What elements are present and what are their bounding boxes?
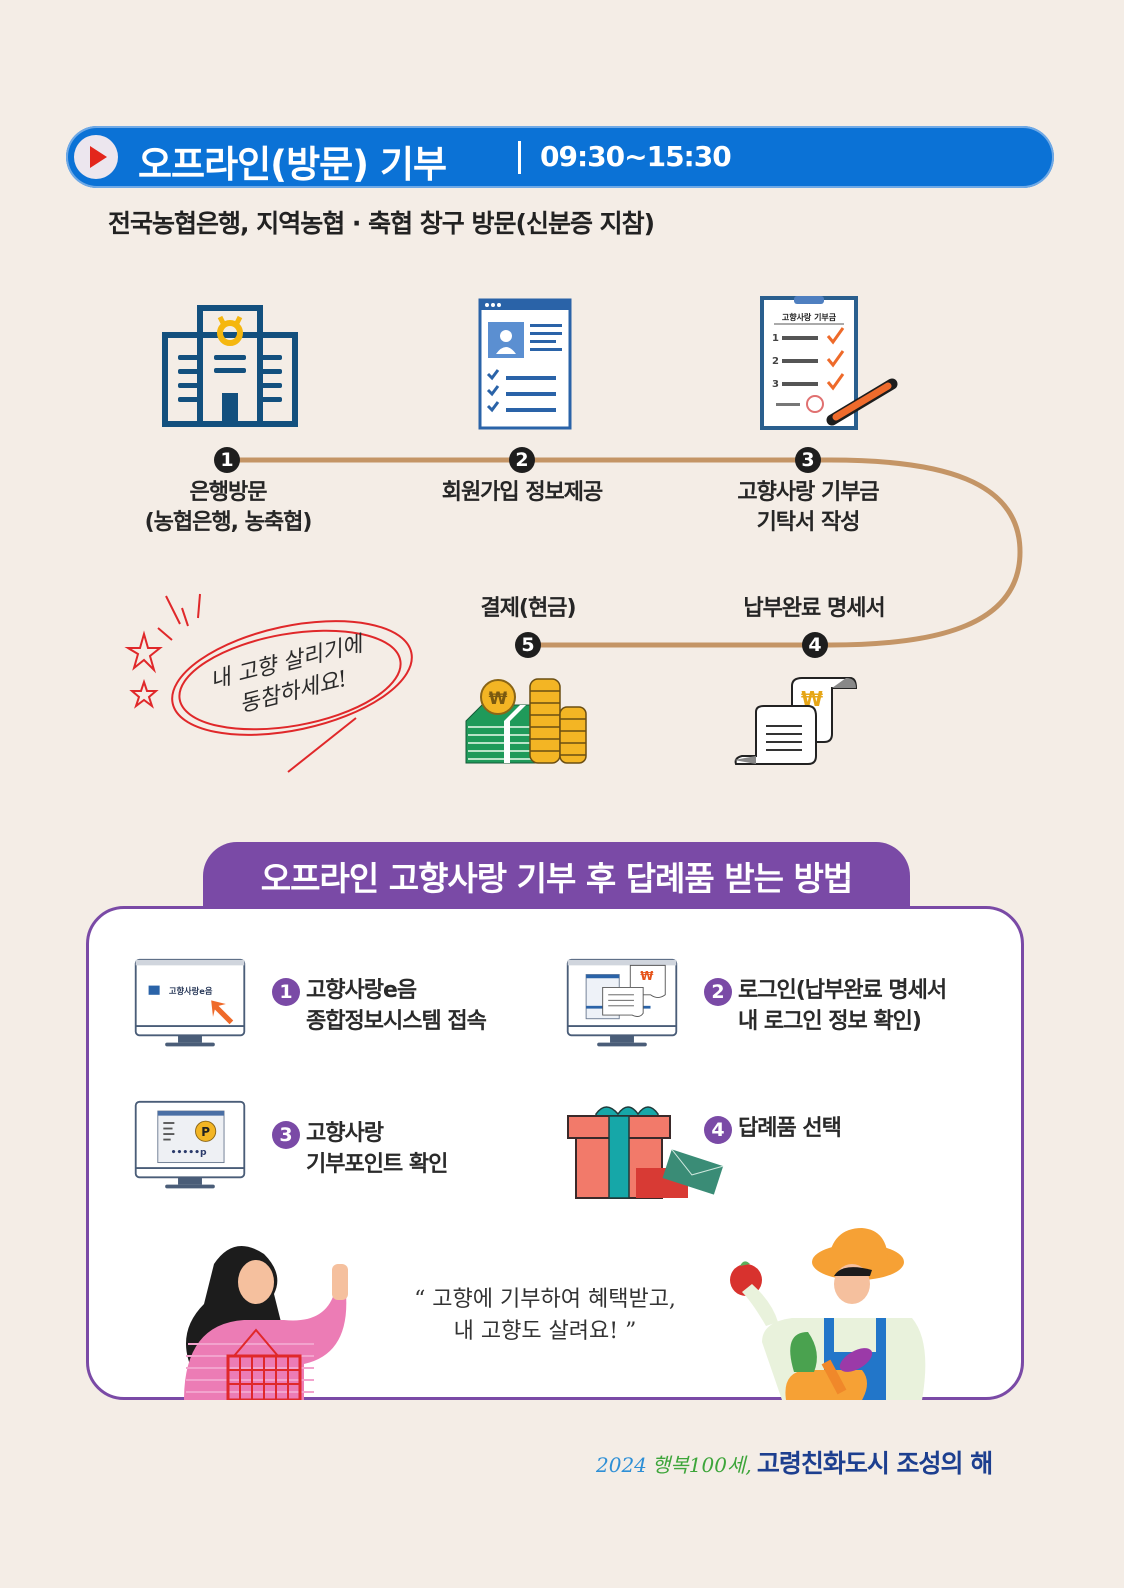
visit-instructions: 전국농협은행, 지역농협 · 축협 창구 방문(신분증 지참) (108, 209, 655, 238)
handwritten-note-doodle (124, 593, 413, 773)
footer-slogan-part1: 행복100세, (652, 1453, 752, 1477)
svg-text:•••••p: •••••p (171, 1147, 207, 1158)
woman-shopper-illustration (184, 1246, 348, 1400)
reward-step-number-4: 4 (704, 1116, 732, 1144)
cash-and-coins-icon: ₩ (465, 678, 587, 764)
divider (518, 141, 521, 174)
step-label-4: 납부완료 명세서 (743, 596, 885, 621)
step-number-2: 2 (509, 447, 535, 473)
receipt-scroll-icon: ₩ (734, 677, 858, 765)
reward-step-text-4: 답례품 선택 (738, 1116, 842, 1141)
operating-hours: 09:30~15:30 (540, 140, 732, 173)
svg-text:1: 1 (772, 333, 779, 344)
svg-text:3: 3 (772, 379, 779, 390)
membership-form-icon (478, 298, 572, 430)
clipboard-checklist-icon: 고향사랑 기부금 1 2 3 (760, 296, 898, 430)
won-coin: ₩ (489, 689, 508, 709)
step-label-5: 결제(현금) (480, 596, 576, 621)
site-name: 고향사랑e음 (169, 986, 213, 996)
step-label-2: 회원가입 정보제공 (441, 480, 604, 505)
play-icon (74, 135, 118, 179)
footer-slogan: 2024 행복100세, 고령친화도시 조성의 해 (596, 1444, 993, 1480)
footer-year: 2024 (596, 1453, 647, 1477)
svg-text:P: P (201, 1125, 210, 1139)
bank-building-icon (162, 305, 298, 427)
monitor-receipt-icon: ₩ (566, 958, 678, 1047)
step-label-1: 은행방문 (농협은행, 농축협) (144, 480, 313, 535)
section-title: 오프라인 고향사랑 기부 후 답례품 받는 방법 (260, 859, 853, 898)
reward-step-text-2: 로그인(납부완료 명세서 내 로그인 정보 확인) (738, 978, 947, 1034)
footer-slogan-part2: 고령친화도시 조성의 해 (756, 1449, 993, 1478)
section-tab (203, 842, 910, 908)
monitor-website-icon: 고향사랑e음 (134, 958, 246, 1047)
step-label-3: 고향사랑 기부금 기탁서 작성 (737, 480, 879, 535)
reward-step-text-1: 고향사랑e음 종합정보시스템 접속 (306, 978, 487, 1034)
reward-step-number-3: 3 (272, 1121, 300, 1149)
svg-text:2: 2 (772, 356, 779, 367)
step-number-5: 5 (515, 632, 541, 658)
step-number-4: 4 (802, 632, 828, 658)
reward-step-number-1: 1 (272, 978, 300, 1006)
step-number-3: 3 (795, 447, 821, 473)
farmer-illustration (730, 1228, 926, 1400)
page-title: 오프라인(방문) 기부 (138, 143, 447, 186)
clipboard-heading: 고향사랑 기부금 (782, 312, 837, 322)
reward-step-text-3: 고향사랑 기부포인트 확인 (306, 1121, 448, 1177)
svg-text:₩: ₩ (640, 969, 654, 983)
gift-box-icon (567, 1106, 724, 1199)
monitor-points-icon: P •••••p (134, 1100, 246, 1189)
header-banner: 오프라인(방문) 기부 09:30~15:30 (66, 126, 1054, 188)
step-number-1: 1 (214, 447, 240, 473)
quote-text: “ 고향에 기부하여 혜택받고, 내 고향도 살려요! ” (414, 1287, 676, 1344)
reward-step-number-2: 2 (704, 978, 732, 1006)
